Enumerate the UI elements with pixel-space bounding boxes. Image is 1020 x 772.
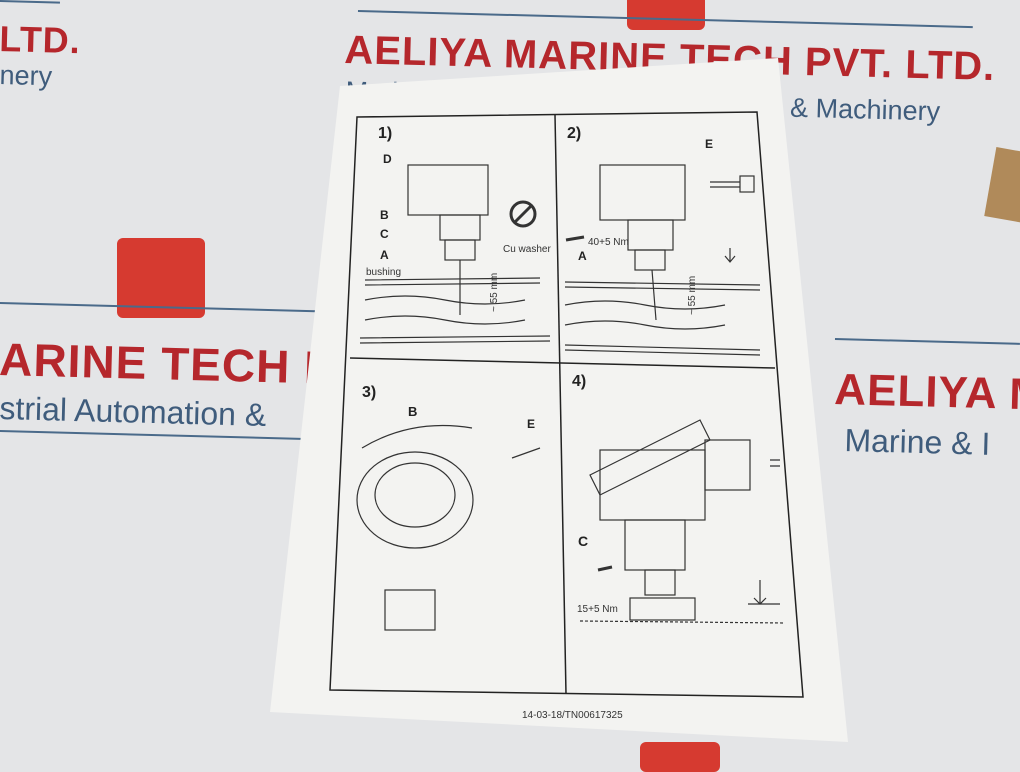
- label-torque: 15+5 Nm: [577, 604, 618, 615]
- sensor-drawing: [579, 419, 786, 624]
- label-cu-washer: Cu washer: [503, 244, 551, 255]
- label-depth: ~ 55 mm: [489, 273, 500, 312]
- label-e: E: [705, 137, 713, 151]
- label-c: C: [578, 533, 588, 549]
- document-code: 14-03-18/TN00617325: [522, 710, 623, 721]
- panel-2: 2) E A 40+5 Nm ~ 55 mm: [564, 125, 761, 356]
- label-b: B: [408, 404, 417, 419]
- wrench-icon: [597, 565, 613, 572]
- label-a: A: [380, 248, 389, 262]
- panel-borders: [329, 111, 804, 698]
- step-number: 3): [362, 384, 376, 401]
- step-number: 4): [572, 373, 586, 390]
- label-b: B: [380, 208, 389, 222]
- label-torque: 40+5 Nm: [588, 237, 629, 248]
- wrench-icon: [565, 235, 585, 242]
- step-number: 2): [567, 125, 581, 142]
- paper: [270, 58, 848, 742]
- label-depth: ~ 55 mm: [687, 276, 698, 315]
- label-e: E: [527, 417, 535, 431]
- step-number: 1): [378, 125, 392, 142]
- head-drawing: [356, 424, 541, 631]
- label-a: A: [578, 249, 587, 263]
- logo-mark: [627, 0, 705, 30]
- label-c: C: [380, 227, 389, 241]
- sensor-drawing: [564, 164, 761, 356]
- sensor-drawing: [359, 164, 551, 344]
- panel-1: 1) D B C A bushing Cu washer ~ 55 mm: [359, 125, 551, 344]
- label-d: D: [383, 152, 392, 166]
- label-bushing: bushing: [366, 267, 401, 278]
- panel-4: 4) C 15+5 Nm: [572, 373, 786, 624]
- panel-3: 3) B E: [356, 384, 541, 631]
